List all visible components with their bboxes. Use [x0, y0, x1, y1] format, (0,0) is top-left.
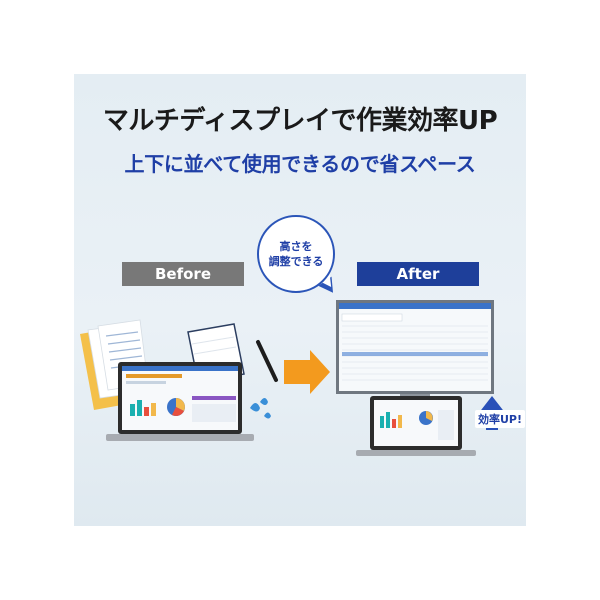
subline: 上下に並べて使用できるので省スペース — [124, 152, 476, 176]
headline: マルチディスプレイで作業効率UP — [102, 106, 498, 136]
before-laptop — [106, 362, 254, 441]
bubble-line-2: 調整できる — [268, 255, 324, 268]
after-monitor — [336, 300, 494, 400]
pen-icon — [256, 340, 278, 382]
after-illustration — [336, 300, 506, 456]
before-illustration — [80, 319, 330, 441]
promo-panel: マルチディスプレイで作業効率UP 上下に並べて使用できるので省スペース Befo… — [74, 74, 526, 526]
sweat-drops-icon — [250, 398, 271, 419]
bubble-line-1: 高さを — [279, 240, 313, 253]
before-label: Before — [122, 262, 244, 286]
transition-arrow-icon — [284, 350, 330, 394]
height-adjust-bubble: 高さを 調整できる — [257, 215, 335, 293]
after-laptop — [356, 396, 476, 456]
after-label: After — [357, 262, 479, 286]
efficiency-badge: 効率UP! — [475, 410, 526, 428]
